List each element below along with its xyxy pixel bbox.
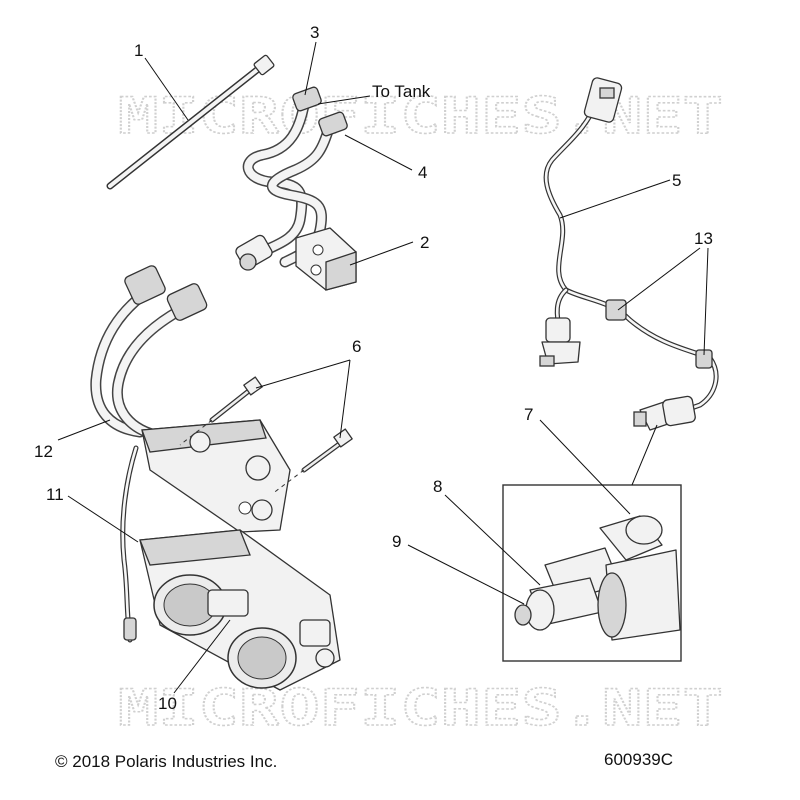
leader-to-tank (317, 95, 371, 105)
leader-7 (539, 419, 631, 515)
figure-id: 600939C (604, 750, 674, 769)
throttle-body-part (139, 529, 341, 691)
leader-1 (144, 57, 189, 121)
fuel-injector-top (539, 317, 581, 367)
injector-detail-inset (502, 424, 682, 662)
callout-13: 13 (694, 229, 713, 248)
bolt-lower (271, 428, 353, 495)
callout-12: 12 (34, 442, 53, 461)
leader-13b (703, 247, 709, 356)
leader-11 (67, 495, 139, 543)
callout-1: 1 (134, 41, 143, 60)
leader-8 (444, 494, 541, 586)
callout-9: 9 (392, 532, 401, 551)
fuel-rail-assembly (90, 265, 291, 533)
leader-9 (407, 544, 525, 605)
bracket-part (295, 227, 357, 291)
leader-2 (349, 241, 414, 266)
callout-to-tank: To Tank (372, 82, 431, 101)
leader-6a (255, 359, 351, 389)
leader-13a (617, 247, 701, 311)
leader-6b (339, 359, 351, 439)
callout-5: 5 (672, 171, 681, 190)
callout-11: 11 (46, 485, 64, 504)
callout-8: 8 (433, 477, 442, 496)
bolt-upper (179, 376, 263, 446)
leader-12 (57, 419, 111, 441)
copyright-text: © 2018 Polaris Industries Inc. (55, 752, 278, 771)
callout-4: 4 (418, 163, 427, 182)
wire-harness-part (543, 77, 719, 415)
watermark-bottom: MICROFICHES.NET (118, 679, 723, 737)
callout-2: 2 (420, 233, 429, 252)
callout-7: 7 (524, 405, 533, 424)
callout-3: 3 (310, 23, 319, 42)
leader-3 (304, 41, 317, 96)
leader-4 (344, 134, 413, 171)
callout-10: 10 (158, 694, 177, 713)
leader-10 (173, 619, 231, 694)
fuel-injector-lower (633, 395, 696, 431)
leader-5 (559, 179, 671, 219)
fuel-hose-assembly (235, 86, 348, 271)
callout-6: 6 (352, 337, 361, 356)
throttle-body-harness (120, 445, 139, 643)
cable-tie-part (106, 54, 275, 190)
